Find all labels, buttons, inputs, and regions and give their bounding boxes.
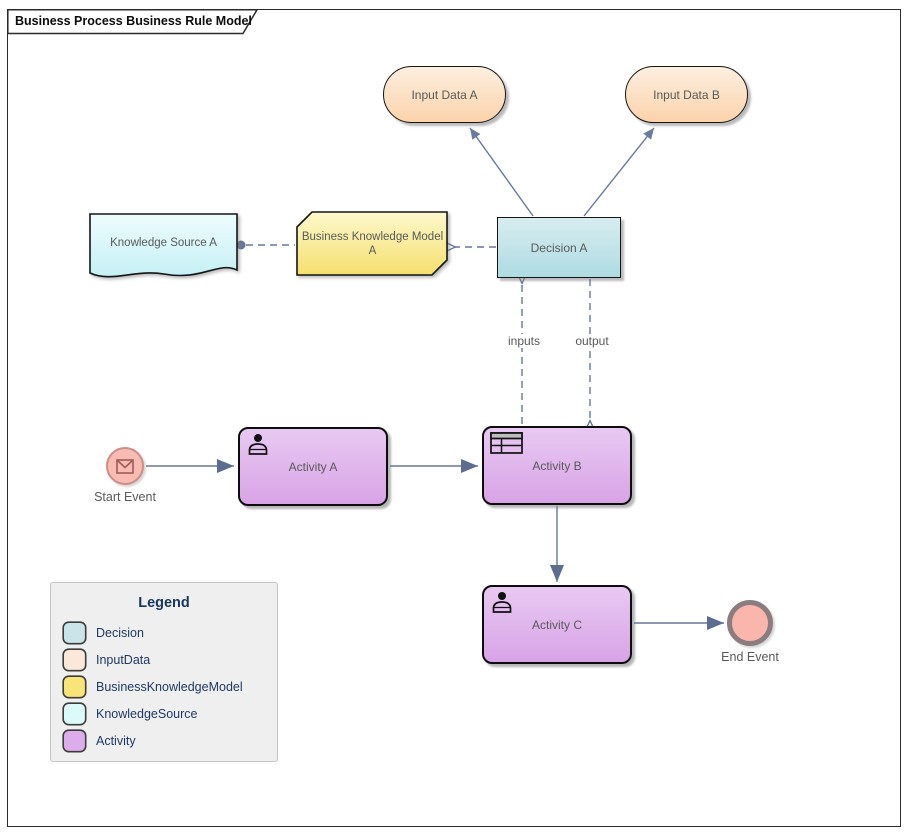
legend-label-decision: Decision bbox=[96, 626, 144, 640]
connector-decision-to-input-b[interactable] bbox=[583, 127, 655, 217]
node-decision-a[interactable]: Decision A bbox=[497, 217, 621, 278]
output-connector-label: output bbox=[567, 334, 617, 348]
decision-a-label: Decision A bbox=[530, 240, 588, 255]
legend-label-inputdata: InputData bbox=[96, 653, 151, 667]
business-rule-task-icon bbox=[490, 432, 523, 454]
legend-label-activity: Activity bbox=[96, 734, 136, 748]
node-input-data-a[interactable]: Input Data A bbox=[383, 66, 506, 123]
node-knowledge-source-a[interactable] bbox=[89, 213, 241, 287]
legend-item-inputdata: InputData bbox=[62, 648, 150, 672]
activity-c-label: Activity C bbox=[531, 617, 582, 632]
node-activity-a[interactable]: Activity A bbox=[238, 427, 388, 506]
node-activity-c[interactable]: Activity C bbox=[482, 585, 632, 664]
business-knowledge-model-a-label: Business Knowledge Model A bbox=[301, 230, 444, 257]
diagram-title: Business Process Business Rule Model bbox=[15, 14, 252, 28]
legend-label-bkm: BusinessKnowledgeModel bbox=[96, 680, 243, 694]
legend-swatch-bkm bbox=[62, 675, 87, 699]
diagram-frame bbox=[7, 9, 901, 827]
legend-swatch-activity bbox=[62, 729, 87, 753]
message-envelope-icon bbox=[116, 458, 134, 474]
inputs-connector-label: inputs bbox=[501, 334, 547, 348]
legend-item-decision: Decision bbox=[62, 621, 144, 645]
legend-swatch-decision bbox=[62, 621, 87, 645]
user-task-icon bbox=[248, 434, 268, 455]
node-business-knowledge-model-a[interactable] bbox=[296, 211, 452, 279]
legend-label-knowledgesource: KnowledgeSource bbox=[96, 707, 198, 721]
node-input-data-b[interactable]: Input Data B bbox=[625, 66, 748, 123]
user-task-icon bbox=[492, 592, 512, 613]
legend-swatch-knowledgesource bbox=[62, 702, 87, 726]
node-activity-b[interactable]: Activity B bbox=[482, 426, 632, 505]
end-event-label: End Event bbox=[721, 650, 779, 664]
activity-b-label: Activity B bbox=[532, 458, 582, 473]
legend-swatch-inputdata bbox=[62, 648, 87, 672]
node-end-event[interactable] bbox=[727, 600, 773, 646]
connector-knowledge-source-to-bkm[interactable] bbox=[236, 240, 296, 250]
knowledge-source-a-label: Knowledge Source A bbox=[110, 237, 217, 249]
diagram-title-tab bbox=[7, 9, 259, 35]
legend-item-activity: Activity bbox=[62, 729, 136, 753]
node-start-event[interactable] bbox=[106, 447, 144, 485]
legend[interactable]: Legend Decision InputData BusinessKnowle… bbox=[50, 582, 278, 762]
input-data-a-label: Input Data A bbox=[411, 87, 478, 102]
legend-title: Legend bbox=[138, 595, 190, 611]
connector-decision-to-input-a[interactable] bbox=[469, 127, 534, 217]
legend-item-bkm: BusinessKnowledgeModel bbox=[62, 675, 243, 699]
start-event-label: Start Event bbox=[94, 490, 156, 504]
legend-item-knowledgesource: KnowledgeSource bbox=[62, 702, 197, 726]
input-data-b-label: Input Data B bbox=[653, 87, 720, 102]
activity-a-label: Activity A bbox=[288, 459, 338, 474]
